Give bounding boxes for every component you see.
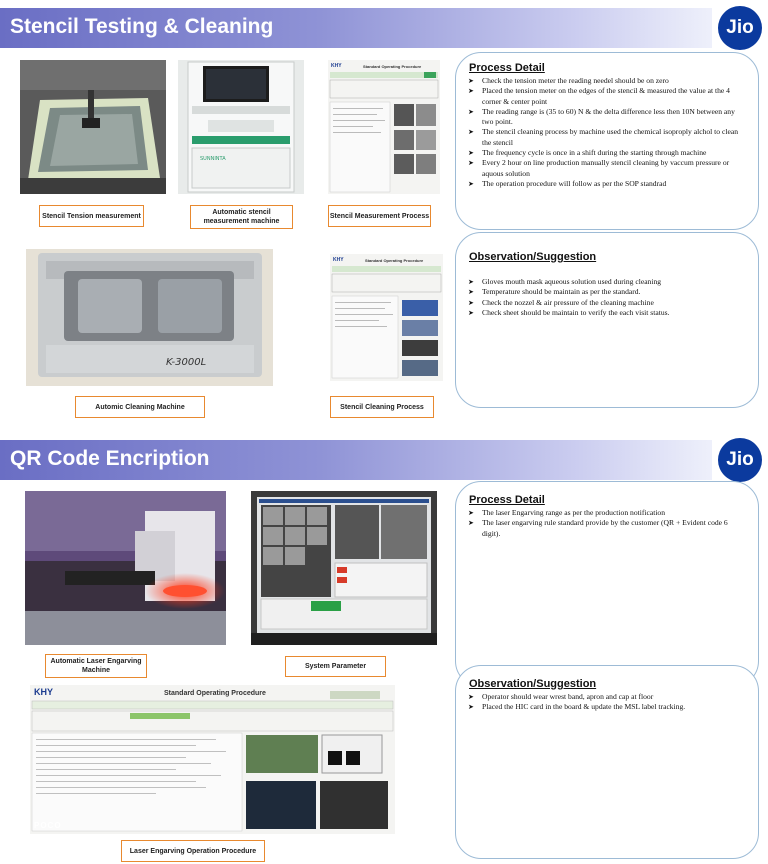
section2-banner: QR Code Encription [0, 440, 712, 480]
caption-automic-cleaning-machine: Automic Cleaning Machine [75, 396, 205, 418]
list-item: Check sheet should be maintain to verify… [468, 308, 742, 319]
auto-measurement-machine-photo: SUNNINTA [178, 60, 304, 194]
observation-heading: Observation/Suggestion [469, 678, 597, 690]
observation-box: Observation/Suggestion Gloves mouth mask… [455, 232, 759, 408]
list-item: The operation procedure will follow as p… [468, 179, 742, 190]
sop-brand: KHY [333, 257, 344, 263]
jio-logo: Jio [718, 6, 762, 50]
cleaner-model-label: K-3000L [166, 357, 206, 368]
caption-auto-measurement-machine: Automatic stencil measurement machine [190, 205, 293, 229]
caption-laser-machine: Automatic Laser Engarving Machine [45, 654, 147, 678]
laser-engarving-machine-photo [25, 491, 226, 645]
list-item: The reading range is (35 to 60) N & the … [468, 107, 742, 128]
caption-stencil-tension: Stencil Tension measurement [39, 205, 144, 227]
section2-title: QR Code Encription [10, 447, 210, 470]
process-detail-list: Check the tension meter the reading need… [468, 76, 742, 190]
list-item: Placed the tension meter on the edges of… [468, 86, 742, 107]
list-item: Temperature should be maintain as per th… [468, 287, 742, 298]
system-parameter-photo [251, 491, 437, 645]
caption-stencil-measurement-process: Stencil Measurement Process [328, 205, 431, 227]
process-detail-heading: Process Detail [469, 494, 545, 506]
caption-system-parameter: System Parameter [285, 656, 386, 677]
process-detail-heading: Process Detail [469, 62, 545, 74]
poco-watermark: POCO [34, 821, 62, 830]
sop-title: Standard Operating Procedure [365, 258, 424, 263]
caption-laser-sop: Laser Engarving Operation Procedure [121, 840, 265, 862]
list-item: The frequency cycle is once in a shift d… [468, 148, 742, 159]
list-item: Check the nozzel & air pressure of the c… [468, 298, 742, 309]
observation-list: Operator should wear wrest band, apron a… [468, 692, 742, 713]
list-item: Check the tension meter the reading need… [468, 76, 742, 87]
sop-brand: KHY [331, 63, 342, 69]
process-detail-box: Process Detail Check the tension meter t… [455, 52, 759, 230]
sop-title: Standard Operating Procedure [164, 690, 266, 697]
observation-list: Gloves mouth mask aqueous solution used … [468, 277, 742, 318]
sop-brand: KHY [34, 687, 54, 697]
list-item: The laser Engarving range as per the pro… [468, 508, 742, 519]
list-item: The laser engarving rule standard provid… [468, 518, 742, 539]
stencil-tension-photo [20, 60, 166, 194]
automic-cleaning-machine-photo: K-3000L [26, 249, 273, 386]
stencil-cleaning-sop-photo: KHY Standard Operating Procedure [330, 254, 443, 381]
observation-box: Observation/Suggestion Operator should w… [455, 665, 759, 859]
list-item: Gloves mouth mask aqueous solution used … [468, 277, 742, 288]
jio-logo: Jio [718, 438, 762, 482]
process-detail-box: Process Detail The laser Engarving range… [455, 481, 759, 687]
list-item: Operator should wear wrest band, apron a… [468, 692, 742, 703]
section1-banner: Stencil Testing & Cleaning [0, 8, 712, 48]
laser-sop-photo: KHY Standard Operating Procedure POCO [30, 685, 395, 834]
machine-brand-label: SUNNINTA [200, 156, 226, 162]
list-item: Every 2 hour on line production manually… [468, 158, 742, 179]
section1-title: Stencil Testing & Cleaning [10, 15, 274, 38]
sop-title: Standard Operating Procedure [363, 64, 422, 69]
caption-stencil-cleaning-process: Stencil Cleaning Process [330, 396, 434, 418]
list-item: Placed the HIC card in the board & updat… [468, 702, 742, 713]
process-detail-list: The laser Engarving range as per the pro… [468, 508, 742, 539]
observation-heading: Observation/Suggestion [469, 251, 597, 263]
stencil-measurement-sop-photo: KHY Standard Operating Procedure [328, 60, 440, 194]
list-item: The stencil cleaning process by machine … [468, 127, 742, 148]
